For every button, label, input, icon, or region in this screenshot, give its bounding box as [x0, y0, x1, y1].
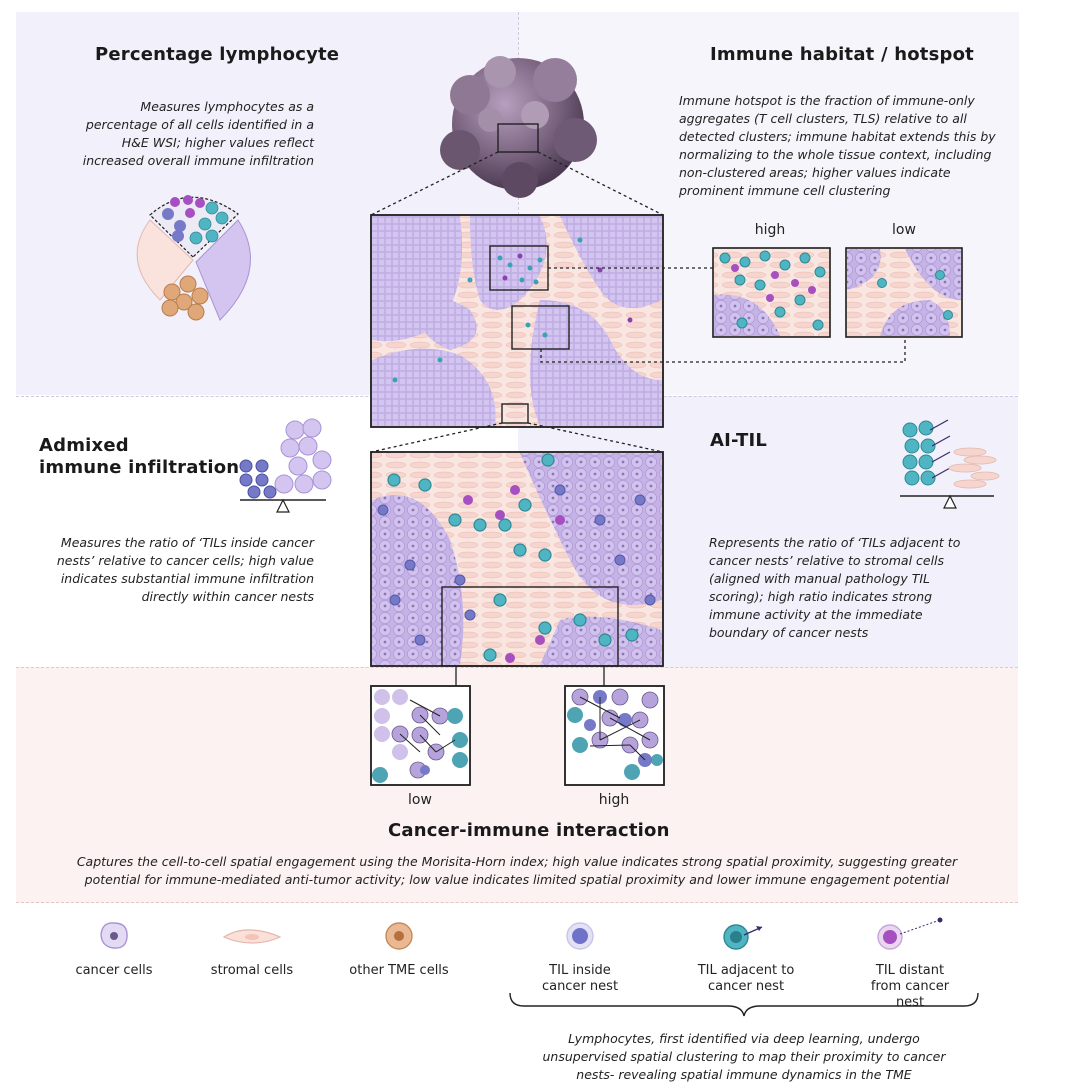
cancer-immune-description: Captures the cell-to-cell spatial engage… — [76, 854, 958, 887]
til-inside-icon — [566, 922, 594, 950]
legend-item-other-tme: other TME cells — [344, 915, 454, 978]
habitat-low-label: low — [892, 222, 916, 238]
percentage-lymphocyte-description: Measures lymphocytes as a percentage of … — [82, 99, 314, 168]
immune-habitat-title: Immune habitat / hotspot — [710, 44, 974, 65]
legend-item-cancer-cells: cancer cells — [64, 915, 164, 978]
cancer-cell-icon — [100, 922, 128, 949]
legend-label-other-tme: other TME cells — [349, 963, 449, 978]
til-distant-icon — [877, 917, 943, 950]
cancer-immune-title: Cancer-immune interaction — [388, 820, 670, 841]
legend: cancer cells stromal cells other TME cel… — [0, 915, 1078, 1010]
legend-footnote: Lymphocytes, first identified via deep l… — [542, 1031, 946, 1082]
legend-label-til-adjacent: TIL adjacent to cancer nest — [697, 963, 795, 994]
legend-label-cancer-cells: cancer cells — [75, 963, 153, 978]
cancer-immune-high-label: high — [598, 792, 630, 808]
ai-til-description: Represents the ratio of ‘TILs adjacent t… — [709, 535, 961, 640]
legend-label-til-inside: TIL inside cancer nest — [541, 963, 619, 994]
til-adjacent-icon — [723, 924, 763, 950]
legend-label-stromal-cells: stromal cells — [210, 963, 294, 978]
admixed-description: Measures the ratio of ‘TILs inside cance… — [56, 535, 314, 604]
legend-item-stromal-cells: stromal cells — [202, 915, 302, 978]
legend-item-til-distant: TIL distant from cancer nest — [850, 915, 970, 1010]
cancer-immune-low-label: low — [408, 792, 432, 808]
immune-habitat-description: Immune hotspot is the fraction of immune… — [679, 93, 996, 198]
legend-item-til-inside: TIL inside cancer nest — [520, 915, 640, 994]
panel-immune-habitat — [518, 12, 1019, 395]
panel-percentage-lymphocyte — [16, 12, 518, 395]
stromal-cell-icon — [222, 929, 282, 944]
legend-label-til-distant: TIL distant from cancer nest — [870, 963, 950, 1010]
admixed-title-line2: immune infiltration — [39, 457, 240, 478]
legend-item-til-adjacent: TIL adjacent to cancer nest — [686, 915, 806, 994]
habitat-high-label: high — [754, 222, 786, 238]
percentage-lymphocyte-title: Percentage lymphocyte — [95, 44, 340, 65]
other-tme-cell-icon — [385, 922, 413, 950]
panel-cancer-immune — [16, 667, 1018, 903]
admixed-title-line1: Admixed — [39, 435, 129, 456]
ai-til-title: AI-TIL — [710, 430, 768, 451]
